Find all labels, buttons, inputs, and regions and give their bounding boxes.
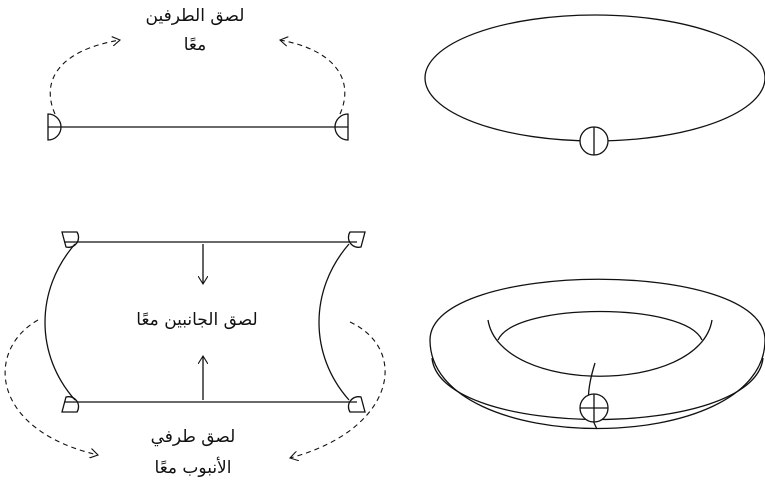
- corner-marker-top-left: [61, 231, 80, 248]
- torus-outer-bottom-rim: [429, 339, 765, 430]
- rectangle-left-edge: [44, 243, 76, 401]
- glue-ends-label-line2: معًا: [184, 35, 207, 55]
- corner-marker-bottom-right: [347, 396, 366, 413]
- rectangle-right-edge: [318, 243, 350, 401]
- rectangle-diagram: لصق الجانبين معًا لصق طرفي الأنبوب معًا: [4, 231, 386, 478]
- torus-diagram: [429, 278, 765, 430]
- segment-right-end-cap: [334, 113, 349, 141]
- glue-tube-ends-label-line1: لصق طرفي: [151, 427, 236, 447]
- glue-tube-ends-label-line2: الأنبوب معًا: [155, 457, 232, 478]
- left-tube-dashed-arrow: [4, 319, 98, 455]
- torus-hole-top: [497, 310, 703, 341]
- circle-ellipse: [424, 14, 765, 142]
- corner-marker-top-right: [347, 231, 366, 248]
- segment-left-end-cap: [47, 113, 62, 141]
- glue-ends-label-line1: لصق الطرفين: [146, 6, 245, 26]
- torus-hole-bottom: [487, 319, 713, 377]
- right-dashed-arrow: [280, 40, 346, 115]
- right-tube-dashed-arrow: [290, 321, 386, 458]
- corner-marker-bottom-left: [61, 396, 80, 413]
- circle-diagram: [424, 14, 765, 156]
- torus-outer-top-rim: [429, 278, 765, 341]
- glue-sides-label: لصق الجانبين معًا: [136, 310, 257, 330]
- left-dashed-arrow: [49, 40, 120, 115]
- segment-diagram: لصق الطرفين معًا: [47, 6, 349, 141]
